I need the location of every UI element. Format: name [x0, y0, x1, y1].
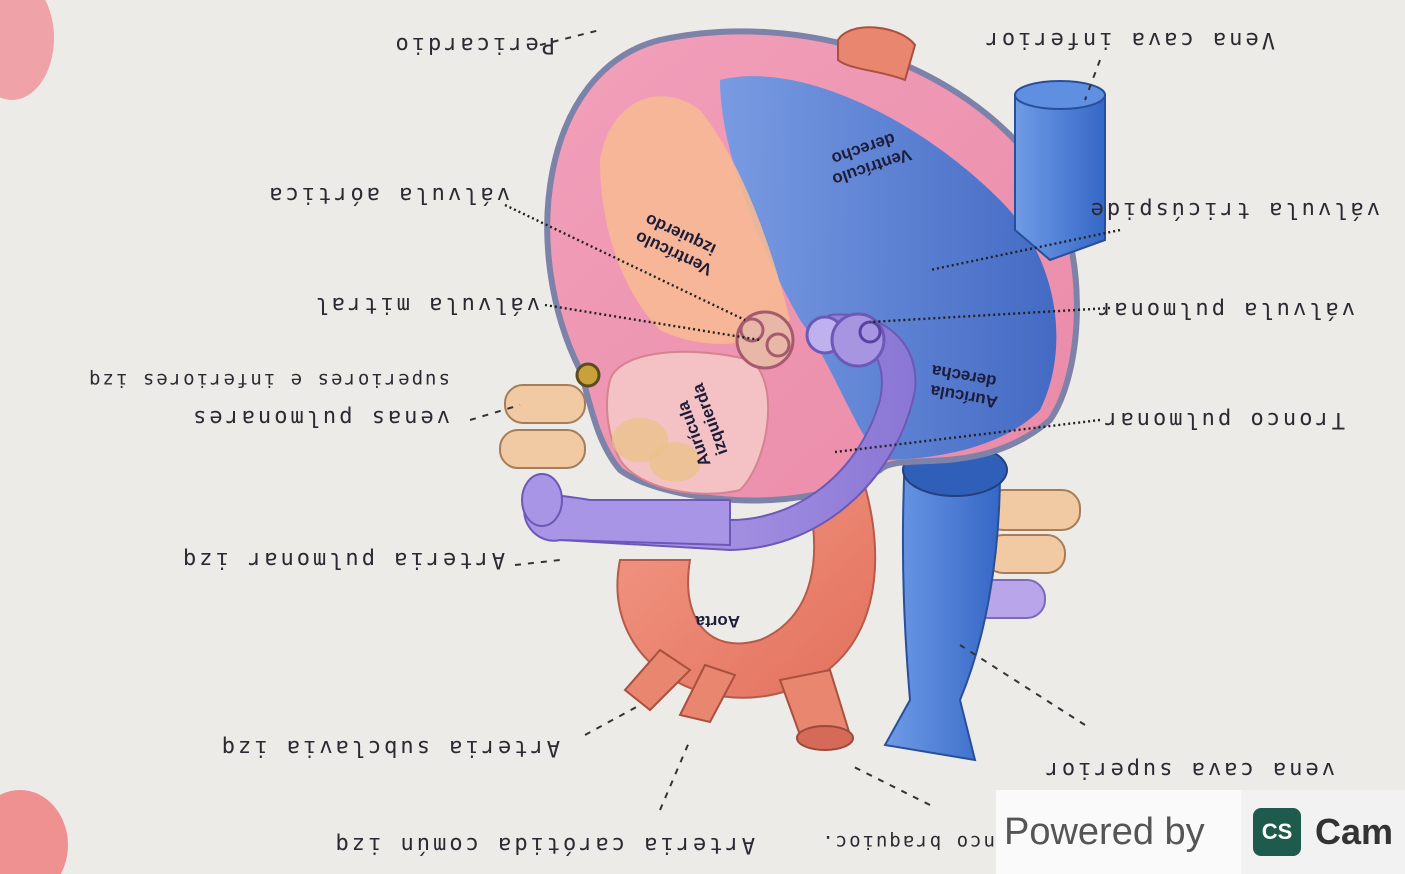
valve-marker-pulmonary-vein: [577, 364, 599, 386]
scanner-watermark: Powered by CS Cam: [996, 790, 1405, 874]
corner-smudge-top: [0, 0, 54, 100]
pulmonary-veins-left: [500, 385, 585, 468]
label-vena-cava-inferior: Vena cava inferior: [983, 27, 1275, 52]
label-valvula-mitral: válvula mitral: [313, 292, 540, 317]
label-venas-pulmonares: venas pulmonares: [190, 405, 450, 430]
label-valvula-tricuspide: válvula tricúspide: [1088, 197, 1380, 222]
aorta-label: Aorta: [695, 612, 740, 631]
label-arteria-subclavia: Arteria subclavia izq: [219, 735, 560, 760]
corner-smudge-bottom: [0, 790, 68, 874]
watermark-brand: Cam: [1315, 811, 1393, 853]
watermark-powered-by: Powered by: [1004, 811, 1205, 854]
label-venas-pulmonares-sub: superiores e inferiores izq: [87, 369, 450, 391]
leader-brachiocephalic: [850, 765, 930, 805]
inferior-vena-cava: [1015, 95, 1105, 260]
label-pericardio: Pericardio: [393, 32, 555, 57]
label-valvula-pulmonar: válvula pulmonar: [1095, 297, 1355, 322]
label-arteria-pulmonar: Arteria pulmonar izq: [180, 547, 505, 572]
label-vena-cava-superior: vena cava superior: [1043, 757, 1335, 782]
leader-pulmonary-artery: [515, 560, 560, 565]
label-valvula-aortica: válvula aórtica: [266, 182, 510, 207]
pulmonary-artery-end: [522, 474, 562, 526]
leader-svc: [960, 645, 1085, 725]
leader-subclavian: [585, 705, 640, 735]
label-tronco-braquio: nco braquioc.: [820, 831, 995, 853]
leader-carotid: [660, 740, 690, 810]
label-tronco-pulmonar: Tronco pulmonar: [1101, 407, 1345, 432]
superior-vena-cava: [885, 455, 1000, 760]
camscanner-logo-icon: CS: [1253, 808, 1301, 856]
label-arteria-carotida: Arteria carótida común izq: [333, 832, 755, 857]
watermark-brand-box: CS Cam: [1241, 790, 1405, 874]
